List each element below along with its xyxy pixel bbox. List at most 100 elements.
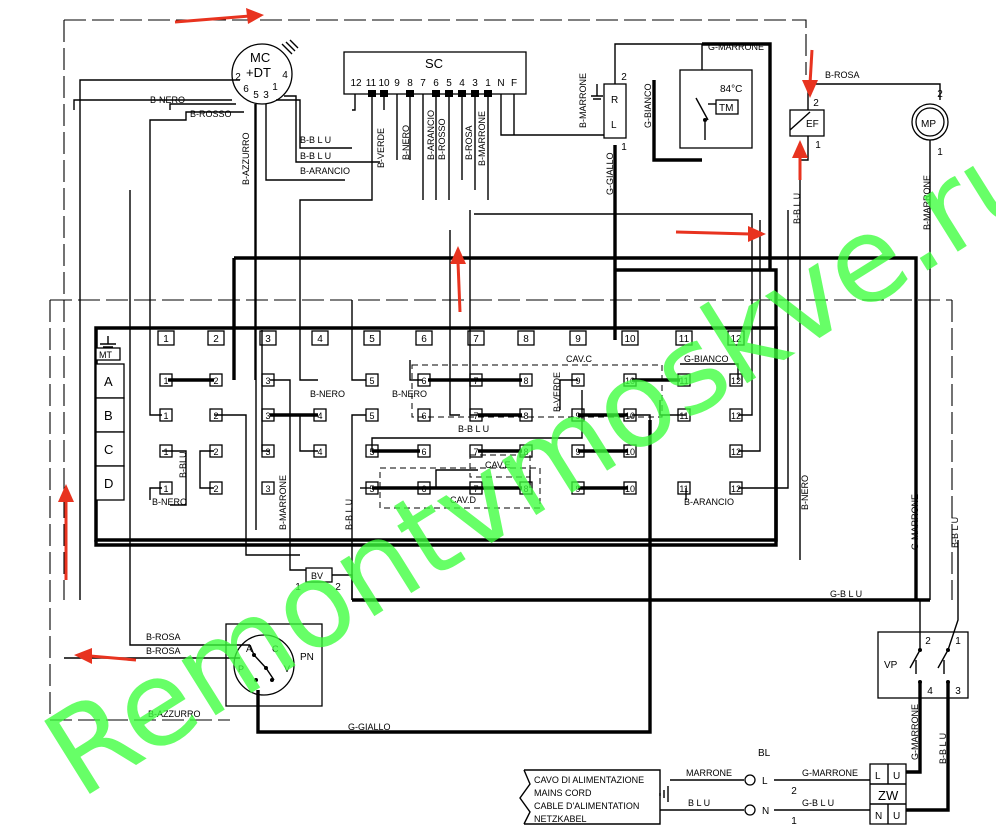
column-header-box-8 bbox=[517, 330, 535, 346]
terminal-number: 10 bbox=[625, 376, 635, 386]
label-blu: B L U bbox=[688, 798, 710, 808]
red-arrows bbox=[58, 8, 818, 664]
column-header-box-11 bbox=[675, 330, 693, 346]
label-b-arancio-sc: B-ARANCIO bbox=[426, 110, 436, 160]
label-b-marrone-sc: B-MARRONE bbox=[477, 111, 487, 166]
label-b-rosa-sc: B-ROSA bbox=[464, 125, 474, 160]
svg-text:5: 5 bbox=[446, 78, 452, 89]
label-b-blu-d: B-BLU bbox=[178, 451, 188, 478]
wire-g-marrone bbox=[702, 42, 772, 270]
column-header-4: 4 bbox=[317, 334, 323, 345]
svg-text:4: 4 bbox=[459, 78, 465, 89]
column-header-3: 3 bbox=[265, 334, 271, 345]
column-header-8: 8 bbox=[523, 334, 529, 345]
terminal-number: 10 bbox=[625, 411, 635, 421]
svg-text:3: 3 bbox=[263, 90, 269, 101]
svg-text:N: N bbox=[762, 806, 769, 817]
column-header-9: 9 bbox=[575, 334, 581, 345]
row-labels: A B C D bbox=[95, 363, 125, 501]
svg-text:1: 1 bbox=[295, 582, 301, 593]
svg-text:7: 7 bbox=[420, 78, 426, 89]
label-b-blu-ef: B-B L U bbox=[792, 193, 802, 224]
svg-text:A: A bbox=[104, 374, 113, 389]
ground-icon-bl bbox=[659, 786, 669, 802]
terminal-number: 3 bbox=[265, 484, 270, 494]
label-g-marrone-bl: G-MARRONE bbox=[802, 768, 858, 778]
label-g-marrone-top: G-MARRONE bbox=[708, 42, 764, 52]
label-b-nero-sc: B-NERO bbox=[401, 125, 411, 160]
wire-g-marrone-zw bbox=[906, 682, 922, 774]
label-b-nero-d: B-NERO bbox=[152, 497, 187, 507]
jumpers bbox=[168, 378, 680, 490]
column-header-box-12 bbox=[727, 330, 745, 346]
svg-text:N: N bbox=[497, 78, 504, 89]
label-b-nero-in1: B-NERO bbox=[310, 389, 345, 399]
svg-text:L: L bbox=[611, 120, 617, 131]
svg-text:U: U bbox=[893, 811, 900, 822]
svg-text:D: D bbox=[104, 476, 113, 491]
column-header-box-6 bbox=[415, 330, 433, 346]
cav-d-label: CAV.D bbox=[450, 495, 477, 505]
wire-g-bianco bbox=[652, 80, 702, 162]
ground-icon-mt bbox=[100, 336, 116, 348]
watermark: Remontvmoskve.ru bbox=[22, 99, 996, 824]
tm-temp: 84°C bbox=[720, 84, 742, 95]
svg-text:L: L bbox=[762, 776, 768, 787]
svg-text:V: V bbox=[284, 664, 290, 674]
label-b-verde-in: B-VERDE bbox=[552, 372, 562, 412]
svg-text:C: C bbox=[104, 442, 113, 457]
label-b-blu-vp: B-B L U bbox=[950, 517, 960, 548]
terminal-number: 8 bbox=[523, 376, 528, 386]
mc-wires bbox=[73, 79, 380, 600]
svg-text:6: 6 bbox=[243, 84, 249, 95]
label-b-blu-1: B-B L U bbox=[300, 135, 331, 145]
svg-text:8: 8 bbox=[407, 78, 413, 89]
terminal-number: 3 bbox=[265, 447, 270, 457]
label-g-giallo-bot: G-GIALLO bbox=[348, 722, 391, 732]
label-b-blu-in: B-B L U bbox=[458, 424, 489, 434]
terminal-number: 12 bbox=[731, 411, 741, 421]
mc-dt-motor: MC +DT 2 6 5 3 1 4 bbox=[231, 39, 299, 105]
svg-text:6: 6 bbox=[433, 78, 439, 89]
terminal-number: 2 bbox=[213, 411, 218, 421]
vp-switch: VP 2 1 4 3 bbox=[877, 540, 969, 699]
column-header-box-4 bbox=[311, 330, 329, 346]
svg-text:2: 2 bbox=[937, 89, 943, 100]
svg-text:2: 2 bbox=[813, 98, 819, 109]
svg-text:11: 11 bbox=[366, 78, 377, 89]
label-b-marrone-d: B-MARRONE bbox=[278, 475, 288, 530]
svg-text:1: 1 bbox=[791, 816, 797, 827]
terminal-number: 4 bbox=[317, 411, 322, 421]
pn-label: PN bbox=[300, 652, 314, 663]
svg-text:2: 2 bbox=[235, 72, 241, 83]
terminal-A-12 bbox=[729, 373, 743, 387]
column-header-box-5 bbox=[363, 330, 381, 346]
label-b-rosso-sc: B-ROSSO bbox=[437, 118, 447, 160]
column-header-box-10 bbox=[621, 330, 639, 346]
svg-text:NETZKABEL: NETZKABEL bbox=[534, 814, 587, 824]
label-marrone: MARRONE bbox=[686, 768, 732, 778]
label-g-bianco-in: G-BIANCO bbox=[684, 354, 729, 364]
svg-text:VP: VP bbox=[884, 660, 898, 671]
terminal-number: 7 bbox=[473, 411, 478, 421]
svg-text:R: R bbox=[611, 95, 618, 106]
mt-label: MT bbox=[99, 350, 112, 360]
tm-thermostat: 84°C TM bbox=[679, 69, 753, 149]
svg-text:P: P bbox=[238, 664, 244, 674]
terminal-number: 1 bbox=[163, 484, 168, 494]
svg-text:CABLE D'ALIMENTATION: CABLE D'ALIMENTATION bbox=[534, 801, 639, 811]
terminal-number: 4 bbox=[317, 447, 322, 457]
terminal-number: 11 bbox=[679, 411, 688, 421]
label-b-azzurro-bot: B-AZZURRO bbox=[148, 709, 201, 719]
terminal-number: 3 bbox=[265, 376, 270, 386]
terminal-number: 11 bbox=[679, 484, 688, 494]
bv-component: BV 1 2 bbox=[295, 567, 930, 602]
terminal-B-6 bbox=[417, 408, 431, 422]
svg-text:U: U bbox=[893, 771, 900, 782]
label-b-marrone-mp: B-MARRONE bbox=[922, 175, 932, 230]
terminal-number: 2 bbox=[213, 376, 218, 386]
svg-text:10: 10 bbox=[378, 78, 390, 89]
cav-e-label: CAV.E bbox=[485, 460, 511, 470]
svg-text:MAINS CORD: MAINS CORD bbox=[534, 788, 592, 798]
